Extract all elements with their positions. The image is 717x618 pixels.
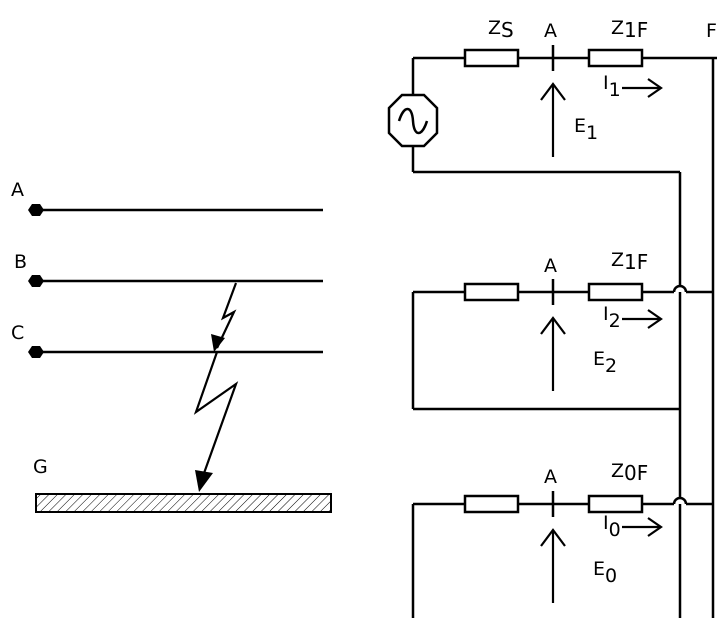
negative-line-impedance-label: Z1F xyxy=(611,249,648,273)
phase-c-terminal xyxy=(28,346,44,358)
phase-terminals xyxy=(28,204,44,358)
positive-current-sub: 1 xyxy=(608,79,621,101)
negative-voltage-arrowhead xyxy=(540,316,566,335)
positive-current-label: I1 xyxy=(603,72,621,100)
zero-voltage-main: E xyxy=(593,558,606,580)
fault-arrowhead-g xyxy=(195,470,213,492)
sequence-networks xyxy=(411,56,717,618)
positive-line-impedance xyxy=(587,48,644,68)
negative-current-label: I2 xyxy=(603,303,621,331)
positive-line-impedance-main: Z xyxy=(611,17,625,39)
positive-voltage-sub: 1 xyxy=(586,122,599,144)
negative-line-impedance-main: Z xyxy=(611,249,625,271)
impedances xyxy=(463,48,644,514)
fault-terminal-label: F xyxy=(706,20,717,42)
phase-a-terminal xyxy=(28,204,44,216)
negative-source-impedance xyxy=(463,282,520,302)
negative-current-sub: 2 xyxy=(608,310,621,332)
sine-wave-icon xyxy=(397,107,429,135)
negative-line-impedance xyxy=(587,282,644,302)
zero-jump xyxy=(672,496,688,505)
phase-b-terminal xyxy=(28,275,44,287)
zero-current-main: I xyxy=(603,512,609,534)
phase-b-label: B xyxy=(14,251,28,273)
zero-source-impedance xyxy=(463,494,520,514)
negative-node-label: A xyxy=(544,255,557,277)
ground-plane xyxy=(35,493,332,513)
zero-voltage-sub: 0 xyxy=(605,565,618,587)
zero-node-label: A xyxy=(544,466,557,488)
zero-line-impedance-label: Z0F xyxy=(611,460,648,484)
zero-line-impedance-main: Z xyxy=(611,460,625,482)
positive-line-impedance-label: Z1F xyxy=(611,17,648,41)
fault-arrowhead-c xyxy=(211,334,225,352)
phase-lines xyxy=(38,208,323,354)
source-impedance-sub: S xyxy=(501,18,514,42)
fault-path xyxy=(193,282,239,477)
zero-current-sub: 0 xyxy=(608,519,621,541)
negative-voltage-main: E xyxy=(593,348,606,370)
zero-voltage-label: E0 xyxy=(593,558,617,586)
source-impedance-label: ZS xyxy=(488,17,514,41)
positive-voltage-arrowhead xyxy=(540,82,566,101)
positive-current-main: I xyxy=(603,72,609,94)
ac-source xyxy=(387,93,439,148)
source-impedance xyxy=(463,48,520,68)
positive-voltage-main: E xyxy=(574,115,587,137)
zero-voltage-arrowhead xyxy=(540,528,566,547)
phase-a-label: A xyxy=(11,179,24,201)
zero-current-arrowhead xyxy=(647,517,663,537)
zero-line-impedance-sub: 0F xyxy=(624,461,649,485)
voltage-arrows xyxy=(540,82,566,603)
negative-voltage-sub: 2 xyxy=(605,355,618,377)
negative-current-arrowhead xyxy=(647,309,663,329)
crossover-jumps xyxy=(672,284,688,505)
negative-current-main: I xyxy=(603,303,609,325)
ground-label: G xyxy=(33,456,48,478)
fault-bolt-upper xyxy=(216,282,238,349)
phase-c-label: C xyxy=(11,322,25,344)
fault-bolt-lower xyxy=(193,351,239,477)
positive-node-label: A xyxy=(544,20,557,42)
positive-current-arrowhead xyxy=(647,78,663,98)
positive-line-impedance-sub: 1F xyxy=(624,18,649,42)
source-impedance-main: Z xyxy=(488,17,502,39)
negative-jump xyxy=(672,284,688,293)
negative-line-impedance-sub: 1F xyxy=(624,250,649,274)
zero-current-label: I0 xyxy=(603,512,621,540)
current-arrows xyxy=(622,78,663,537)
zero-line-impedance xyxy=(587,494,644,514)
negative-voltage-label: E2 xyxy=(593,348,617,376)
positive-voltage-label: E1 xyxy=(574,115,598,143)
